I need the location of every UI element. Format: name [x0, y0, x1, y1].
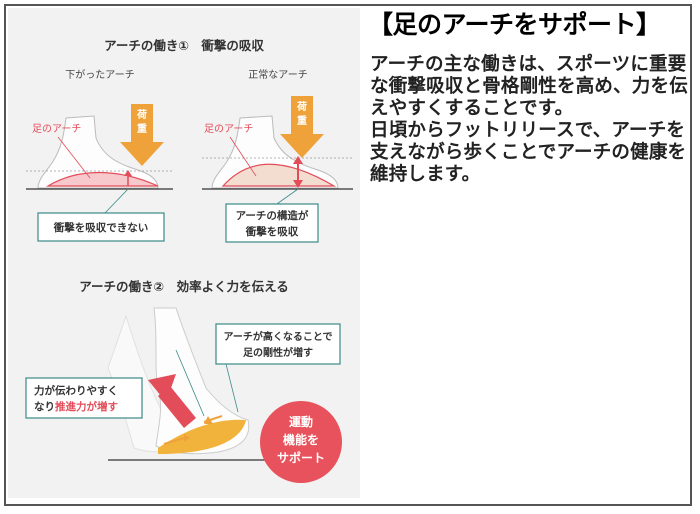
arch-label-right: 足のアーチ	[204, 123, 253, 135]
outer-frame	[4, 4, 692, 506]
callout-left-line1: 力が伝わりやすく	[34, 384, 118, 397]
badge-line1: 運動	[289, 414, 313, 429]
arch-label-left: 足のアーチ	[32, 123, 81, 135]
paragraph-2: 日頃からフットリリースで、アーチを支えながら歩くことでアーチの健康を維持します。	[370, 120, 687, 185]
paragraph-1: アーチの主な働きは、スポーツに重要な衝撃吸収と骨格剛性を高め、力を伝えやすくする…	[370, 54, 688, 119]
arch-illustration: アーチの働き① 衝撃の吸収 下がったアーチ 正常なアーチ 足のアーチ 荷 重 衝…	[8, 8, 360, 498]
callout-left-prefix: なり	[34, 401, 55, 413]
load-char-1-right: 荷	[296, 100, 307, 113]
load-arrow-right	[280, 96, 324, 158]
right-text-panel: 【足のアーチをサポート】 アーチの主な働きは、スポーツに重要な衝撃吸収と骨格剛性…	[368, 8, 692, 186]
callout-left-line2: なり推進力が増す	[34, 400, 118, 413]
direction-arrows	[163, 415, 223, 445]
badge-line3: サポート	[277, 450, 325, 465]
right-label: 正常なアーチ	[248, 68, 307, 81]
section1-title: アーチの働き① 衝撃の吸収	[104, 38, 264, 53]
section2-title: アーチの働き② 効率よく力を伝える	[79, 279, 288, 294]
left-label: 下がったアーチ	[65, 68, 134, 81]
load-char-2-left: 重	[137, 122, 147, 135]
panel-body: アーチの主な働きは、スポーツに重要な衝撃吸収と骨格剛性を高め、力を伝えやすくする…	[368, 54, 692, 186]
load-char-1-left: 荷	[136, 108, 147, 121]
push-arrow	[148, 374, 196, 428]
caption-box-left	[37, 212, 165, 242]
load-arrow-left	[120, 104, 164, 166]
normal-foot-drawing	[202, 115, 353, 190]
caption-right-line1: アーチの構造が	[236, 209, 309, 222]
double-arrow-right	[293, 156, 303, 188]
callout-left-emphasis: 推進力が増す	[55, 400, 118, 413]
callout-left	[25, 377, 143, 419]
caption-right-line2: 衝撃を吸収	[245, 225, 299, 238]
panel-heading: 【足のアーチをサポート】	[368, 10, 661, 39]
badge-line2: 機能を	[283, 432, 319, 447]
callout-top	[215, 323, 341, 365]
caption-left: 衝撃を吸収できない	[53, 221, 149, 234]
callout-top-line1: アーチが高くなることで	[223, 330, 332, 343]
support-badge	[260, 401, 342, 483]
load-char-2-right: 重	[297, 114, 307, 127]
callout-top-line2: 足の剛性が増す	[243, 346, 313, 359]
caption-box-right	[225, 203, 319, 243]
